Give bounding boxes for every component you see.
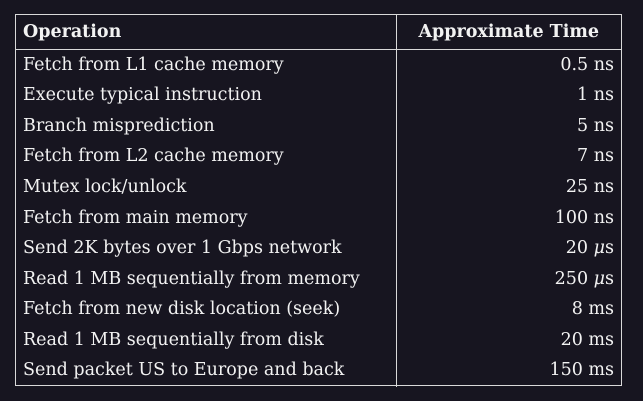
header-approximate-time: Approximate Time	[396, 15, 621, 50]
cell-time: 20 ms	[560, 329, 614, 350]
cell-operation: Send 2K bytes over 1 Gbps network	[16, 233, 397, 265]
cell-operation: Fetch from L1 cache memory	[16, 49, 397, 81]
cell-time: 5 ns	[577, 115, 614, 136]
table-row: Send 2K bytes over 1 Gbps network 20 μs	[16, 233, 621, 265]
cell-operation: Branch misprediction	[16, 111, 397, 142]
table-row: Send packet US to Europe and back 150 ms	[16, 355, 621, 387]
table-row: Fetch from main memory 100 ns	[16, 202, 621, 234]
cell-operation: Fetch from main memory	[16, 202, 397, 234]
table-row: Fetch from new disk location (seek) 8 ms	[16, 294, 621, 326]
table-row: Read 1 MB sequentially from disk 20 ms	[16, 325, 621, 356]
table-row: Branch misprediction 5 ns	[16, 111, 621, 142]
latency-table-container: Operation Approximate Time Fetch from L1…	[15, 14, 622, 387]
table-row: Fetch from L1 cache memory 0.5 ns	[16, 49, 621, 81]
cell-time: 8 ms	[571, 299, 614, 320]
header-row: Operation Approximate Time	[16, 15, 621, 50]
micro-symbol: μ	[593, 268, 606, 289]
cell-time: 1 ns	[577, 85, 614, 106]
cell-time: 25 ns	[565, 176, 614, 197]
cell-operation: Fetch from L2 cache memory	[16, 141, 397, 173]
header-operation: Operation	[16, 15, 397, 50]
cell-operation: Execute typical instruction	[16, 80, 397, 112]
cell-operation: Read 1 MB sequentially from disk	[16, 325, 397, 356]
cell-time: 0.5 ns	[560, 54, 614, 75]
cell-time: 150 ms	[549, 360, 614, 381]
cell-operation: Read 1 MB sequentially from memory	[16, 264, 397, 295]
table-row: Read 1 MB sequentially from memory 250 μ…	[16, 264, 621, 295]
table-row: Mutex lock/unlock 25 ns	[16, 172, 621, 203]
table-body: Fetch from L1 cache memory 0.5 ns Execut…	[16, 49, 621, 387]
cell-operation: Send packet US to Europe and back	[16, 355, 397, 387]
table-row: Fetch from L2 cache memory 7 ns	[16, 141, 621, 173]
cell-time: 250 μs	[554, 268, 614, 289]
latency-table: Operation Approximate Time Fetch from L1…	[16, 15, 621, 387]
cell-operation: Mutex lock/unlock	[16, 172, 397, 203]
table-row: Execute typical instruction 1 ns	[16, 80, 621, 112]
cell-operation: Fetch from new disk location (seek)	[16, 294, 397, 326]
cell-time: 7 ns	[577, 146, 614, 167]
cell-time: 20 μs	[565, 238, 614, 259]
table-header: Operation Approximate Time	[16, 15, 621, 50]
cell-time: 100 ns	[554, 207, 614, 228]
micro-symbol: μ	[593, 238, 606, 259]
